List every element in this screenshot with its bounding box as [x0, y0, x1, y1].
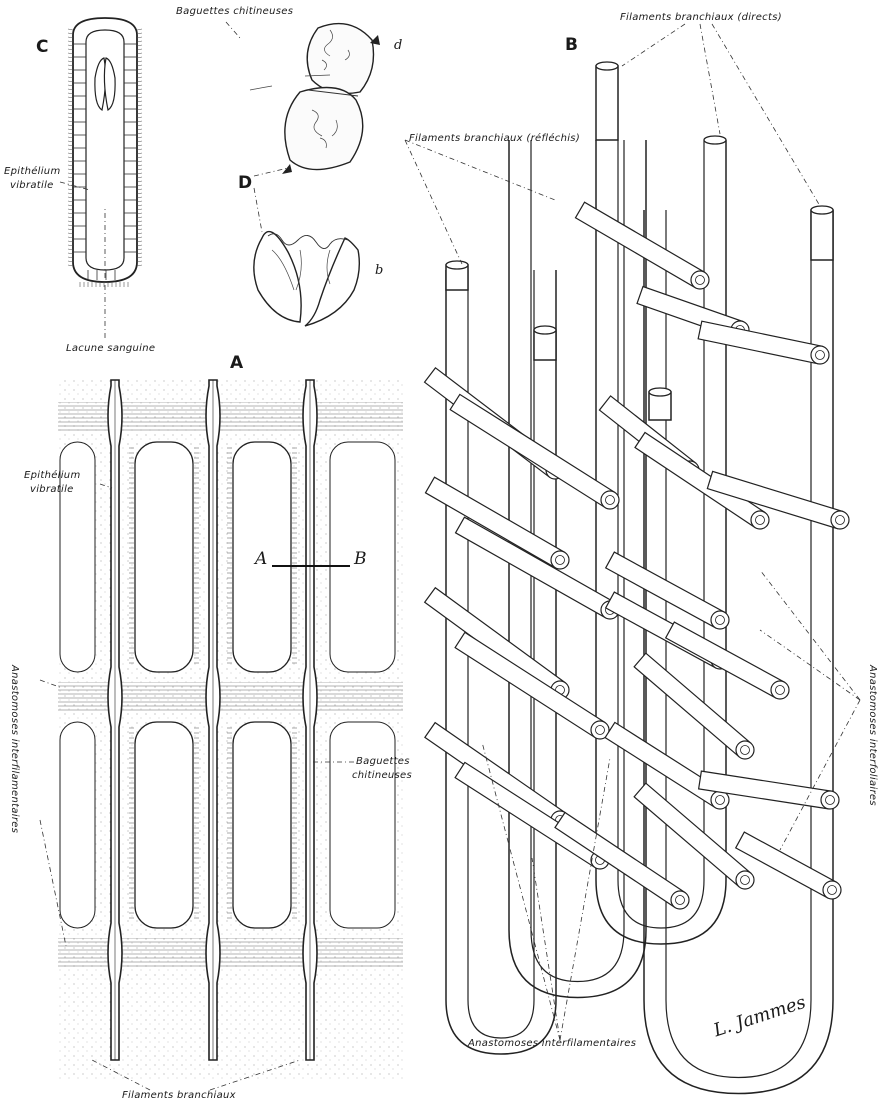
label-filaments-bottom: Filaments branchiaux — [122, 1090, 236, 1102]
label-anastomoses-left: Anastomoses interfilamentaires — [8, 665, 20, 833]
label-epithelium-c-2: vibratile — [10, 180, 54, 192]
label-epithelium-a-1: Epithélium — [24, 470, 81, 482]
label-filaments-reflechis: Filaments branchiaux (réfléchis) — [409, 133, 580, 145]
label-anastomoses-bottom: Anastomoses interfilamentaires — [468, 1038, 636, 1050]
figure-letter-a: A — [230, 354, 243, 372]
figure-d-valves — [250, 24, 380, 326]
figure-small-letter-d: d — [394, 39, 402, 53]
figure-letter-b: B — [565, 36, 578, 54]
label-lacune: Lacune sanguine — [66, 343, 155, 355]
label-baguettes-a-1: Baguettes — [356, 756, 410, 768]
figure-letter-d: D — [238, 174, 252, 192]
figure-c-cross-section — [68, 18, 142, 287]
label-section-a: A — [255, 552, 267, 566]
label-baguettes-a-2: chitineuses — [352, 770, 412, 782]
figure-letter-c: C — [36, 38, 48, 56]
figure-a-filaments — [58, 380, 403, 1080]
figure-small-letter-b: b — [375, 264, 383, 278]
figure-b-3d-filaments — [425, 62, 849, 1094]
label-anastomoses-right: Anastomoses interfoliaires — [866, 665, 878, 806]
label-filaments-directs: Filaments branchiaux (directs) — [620, 12, 782, 24]
label-epithelium-a-2: vibratile — [30, 484, 74, 496]
label-epithelium-c-1: Epithélium — [4, 166, 61, 178]
label-baguettes-top: Baguettes chitineuses — [176, 6, 293, 18]
label-section-b: B — [354, 552, 367, 566]
